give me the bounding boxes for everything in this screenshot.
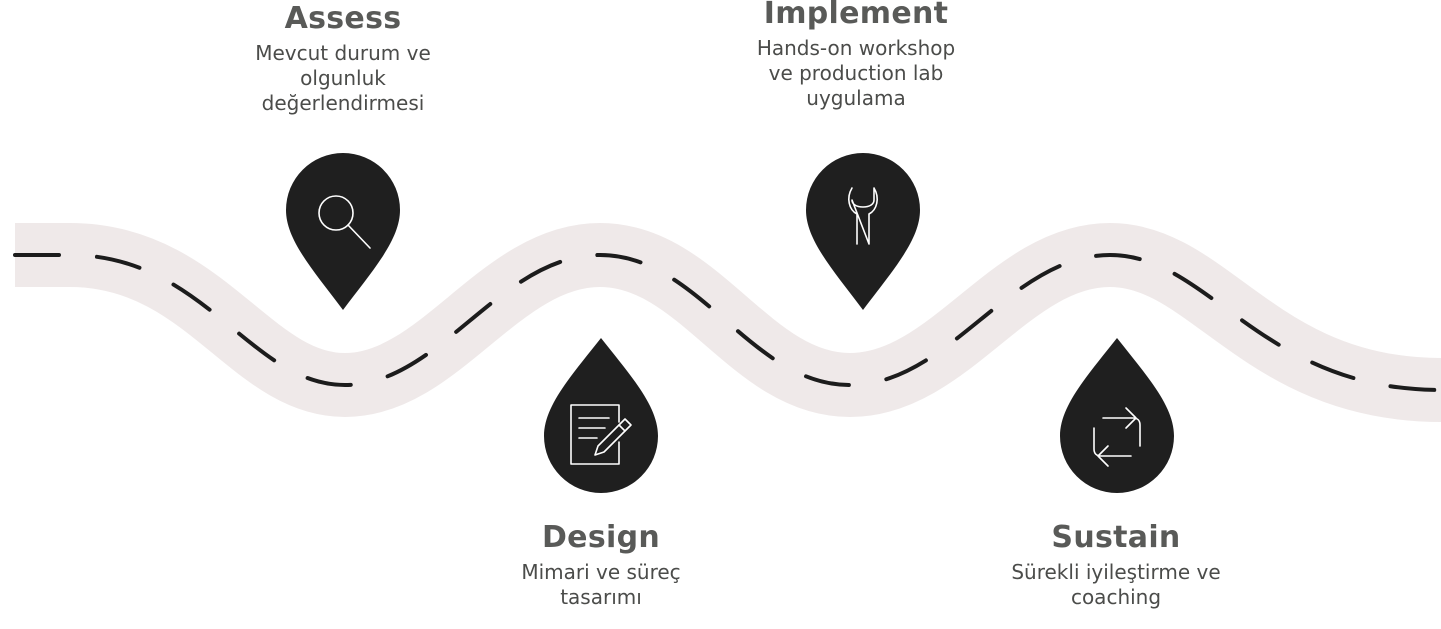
sustain-marker [1060,338,1174,493]
implement-marker [806,153,920,310]
document-edit-icon [570,404,632,465]
design-marker [544,338,658,493]
step-design: Design Mimari ve süreç tasarımı [451,520,751,610]
assess-pin-shape [286,153,400,310]
step-title: Design [541,520,661,555]
step-title: Implement [763,0,949,31]
design-drop-shape [544,338,658,493]
implement-pin-shape [806,153,920,310]
road-band [13,222,1441,422]
cycle-arrows-icon [1093,407,1141,467]
step-description: Mevcut durum ve olgunluk değerlendirmesi [255,41,431,115]
step-description: Sürekli iyileştirme ve coaching [1011,560,1221,609]
step-title: Assess [284,1,402,36]
step-description: Hands-on workshop ve production lab uygu… [756,36,956,110]
assess-marker [286,153,400,310]
step-implement: Implement Hands-on workshop ve productio… [706,0,1006,111]
magnifier-icon [318,195,371,249]
wrench-icon [848,187,878,245]
sustain-drop-shape [1060,338,1174,493]
step-description: Mimari ve süreç tasarımı [521,560,681,609]
step-sustain: Sustain Sürekli iyileştirme ve coaching [966,520,1266,610]
step-title: Sustain [1051,520,1181,555]
step-assess: Assess Mevcut durum ve olgunluk değerlen… [193,1,493,116]
